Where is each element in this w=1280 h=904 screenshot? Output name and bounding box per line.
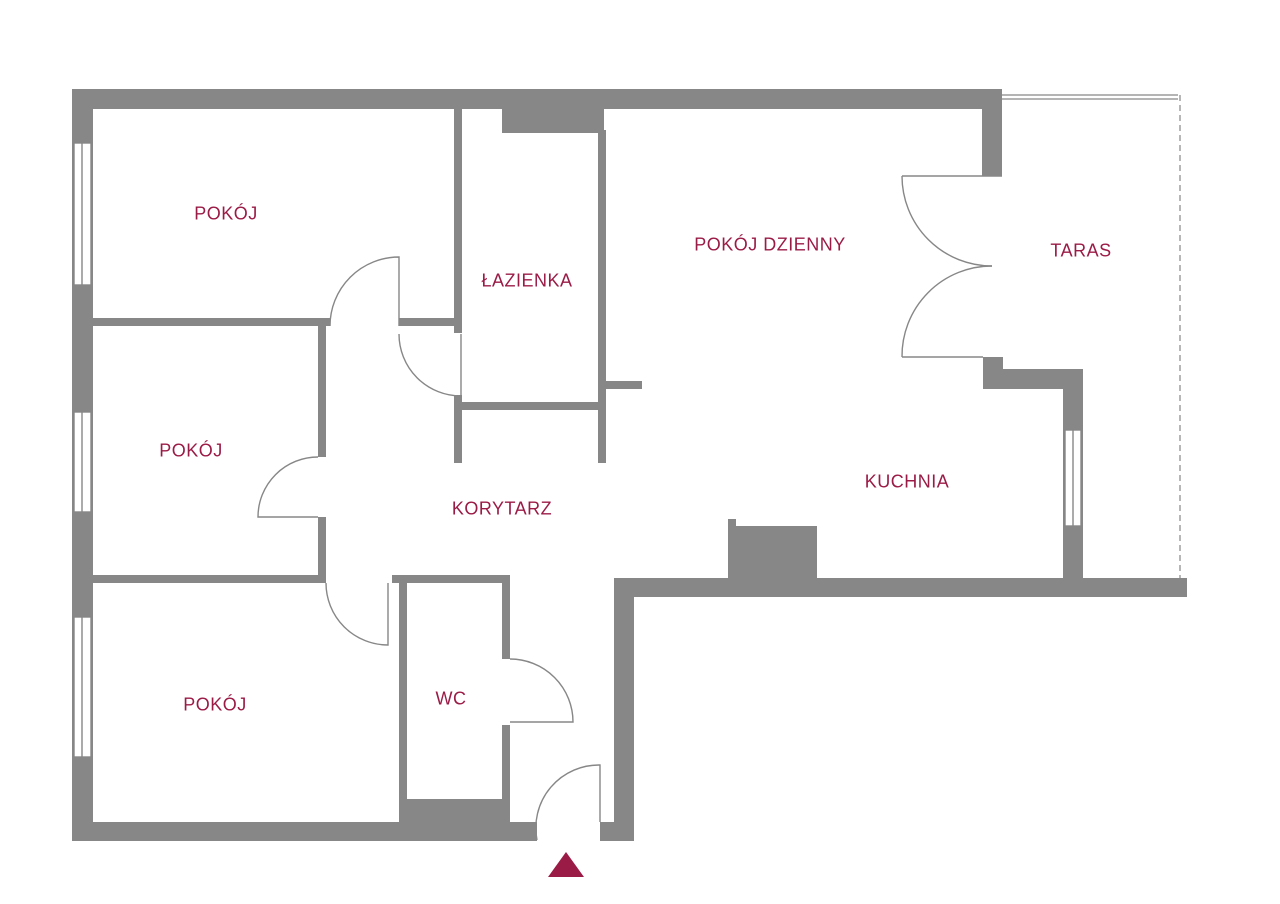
wall-pokoj1-bottom-left — [93, 318, 330, 326]
wall-top-pillar — [502, 89, 604, 133]
wall-kitchen-bottom — [614, 578, 1187, 597]
room-label-pokoj-dzienny: POKÓJ DZIENNY — [694, 234, 846, 255]
door-pokoj-middle — [257, 456, 319, 518]
room-label-lazienka: ŁAZIENKA — [481, 270, 573, 291]
outer-walls — [72, 89, 1187, 841]
interior-walls — [93, 109, 642, 841]
wall-terrace-step — [983, 369, 1083, 389]
room-label-taras: TARAS — [1050, 240, 1112, 261]
wall-wc-left — [399, 575, 407, 841]
room-label-pokoj-top: POKÓJ — [194, 203, 258, 224]
wall-terrace-step-stub — [983, 357, 1003, 389]
wc-bottom-block — [404, 799, 507, 841]
wall-pokoj1-right — [454, 109, 462, 333]
wall-pokoj3-top-right — [392, 575, 510, 583]
door-entrance — [535, 764, 601, 841]
kitchen-counter-lip — [728, 519, 736, 529]
wall-bath-bottom-stub — [454, 395, 462, 463]
door-pokoj-bottom — [325, 582, 389, 646]
wall-entrance-right — [614, 578, 634, 841]
room-label-wc: WC — [435, 688, 467, 709]
room-label-kuchnia: KUCHNIA — [864, 471, 950, 492]
door-lazienka — [398, 333, 462, 397]
room-label-korytarz: KORYTARZ — [451, 498, 553, 519]
wall-living-stub — [598, 381, 642, 389]
entrance-triangle-icon — [548, 852, 584, 877]
door-wc — [509, 658, 574, 723]
wall-bath-bottom — [454, 402, 606, 410]
doors — [257, 175, 1002, 841]
room-label-pokoj-middle: POKÓJ — [159, 440, 223, 461]
door-terrace-upper — [901, 175, 993, 267]
terrace-outline — [1002, 94, 1181, 578]
door-pokoj-top — [329, 256, 400, 327]
wall-bath-right — [598, 130, 606, 463]
wall-wc-right-top — [502, 575, 510, 659]
wall-pokoj2-right-bottom — [318, 517, 326, 583]
kitchen-counter-block — [728, 526, 817, 578]
wall-pokoj1-bottom-right — [399, 318, 462, 326]
wall-pokoj2-right-top — [318, 318, 326, 457]
windows — [73, 142, 1082, 758]
wall-pokoj2-bottom — [93, 575, 326, 583]
door-terrace-lower — [901, 265, 993, 358]
wall-wc-right-bottom — [502, 725, 510, 841]
room-label-pokoj-bottom: POKÓJ — [183, 694, 247, 715]
wall-top-right-stub — [982, 89, 1002, 176]
